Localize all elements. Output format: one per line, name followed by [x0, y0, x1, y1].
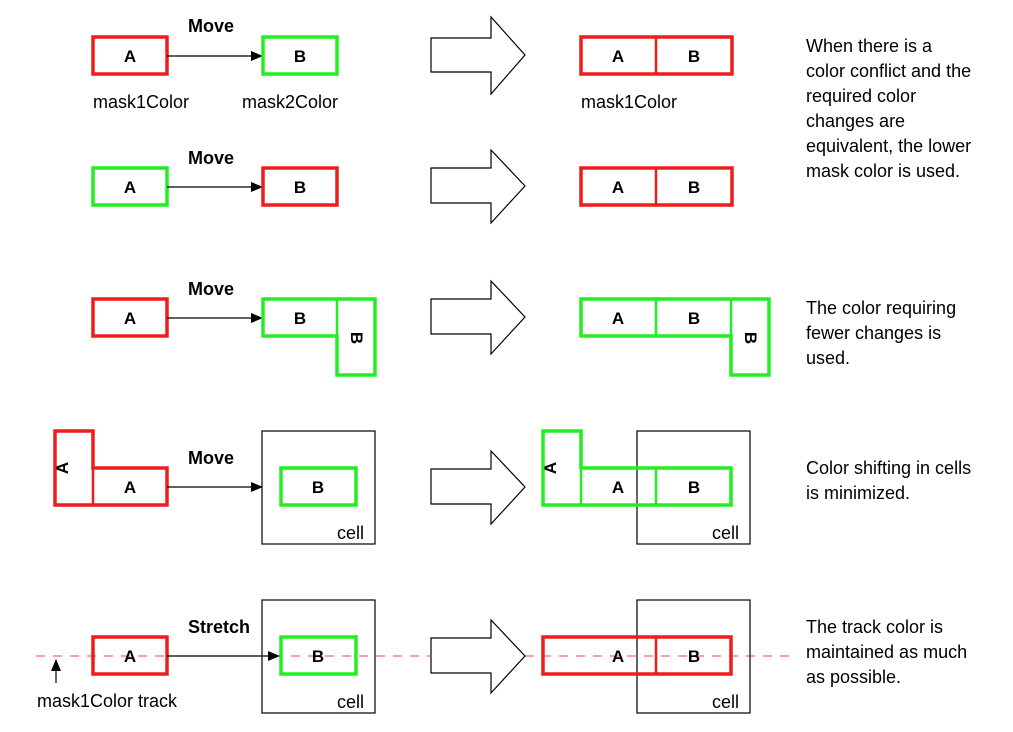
note-line: required color	[806, 86, 916, 106]
note-line: The color requiring	[806, 298, 956, 318]
result-b-vertical-label: B	[741, 332, 760, 344]
move-label: Move	[188, 448, 234, 468]
shape-a-vertical-label: A	[53, 462, 72, 474]
note-line: is minimized.	[806, 483, 910, 503]
note-row-4: Color shifting in cells is minimized.	[806, 458, 971, 503]
note-line: color conflict and the	[806, 61, 971, 81]
stretch-label: Stretch	[188, 617, 250, 637]
note-row-5: The track color is maintained as much as…	[806, 617, 967, 687]
result-shape-ab-l	[579, 297, 771, 377]
result-a-label: A	[612, 47, 624, 66]
shape-a-label: A	[124, 178, 136, 197]
result-a-label: A	[612, 309, 624, 328]
row-4: Move A A B cell A A B cell Color shiftin…	[53, 429, 971, 545]
result-mask1-color-label: mask1Color	[581, 92, 677, 112]
result-arrow	[430, 279, 526, 356]
shape-b-label: B	[312, 647, 324, 666]
note-line: mask color is used.	[806, 161, 960, 181]
result-a-label: A	[612, 478, 624, 497]
result-shape-ab	[541, 635, 733, 676]
cell-box	[261, 430, 376, 545]
shape-b-label: B	[294, 178, 306, 197]
result-arrow	[430, 15, 526, 96]
note-line: When there is a	[806, 36, 933, 56]
row-1: Move A B mask1Color mask2Color A B mask1…	[91, 15, 971, 181]
move-label: Move	[188, 279, 234, 299]
shape-b-label: B	[294, 47, 306, 66]
shape-a-label: A	[124, 47, 136, 66]
result-a-vertical-label: A	[541, 462, 560, 474]
result-b-label: B	[688, 47, 700, 66]
result-shape-ab-l	[541, 429, 733, 507]
shape-b-vertical-label: B	[347, 332, 366, 344]
note-line: changes are	[806, 111, 905, 131]
result-cell-box	[636, 430, 751, 545]
track-label: mask1Color track	[37, 691, 178, 711]
result-arrow	[430, 449, 526, 526]
note-line: fewer changes is	[806, 323, 941, 343]
shape-b-mask2	[279, 635, 358, 676]
shape-a-label: A	[124, 309, 136, 328]
result-cell-label: cell	[712, 523, 739, 543]
shape-b-mask2	[261, 35, 339, 76]
cell-label: cell	[337, 523, 364, 543]
note-line: The track color is	[806, 617, 943, 637]
note-line: Color shifting in cells	[806, 458, 971, 478]
shape-b-label: B	[312, 478, 324, 497]
result-arrow	[430, 618, 526, 695]
move-label: Move	[188, 16, 234, 36]
note-line: equivalent, the lower	[806, 136, 971, 156]
result-b-label: B	[688, 647, 700, 666]
cell-box	[261, 599, 376, 714]
mask1-color-label: mask1Color	[93, 92, 189, 112]
result-b-label: B	[688, 178, 700, 197]
result-arrow	[430, 148, 526, 225]
shape-b-l-mask2	[261, 297, 377, 377]
cell-label: cell	[337, 692, 364, 712]
result-a-label: A	[612, 647, 624, 666]
result-b-label: B	[688, 309, 700, 328]
row-3: Move A B B A B B The color requiring few…	[91, 279, 956, 377]
note-line: as possible.	[806, 667, 901, 687]
note-row-3: The color requiring fewer changes is use…	[806, 298, 956, 368]
move-label: Move	[188, 148, 234, 168]
row-5: Stretch A B cell mask1Color track A B ce…	[36, 599, 967, 714]
shape-b-mask2	[279, 466, 358, 507]
shape-a-label: A	[124, 647, 136, 666]
result-a-label: A	[612, 178, 624, 197]
result-cell-box	[636, 599, 751, 714]
note-line: maintained as much	[806, 642, 967, 662]
note-row-1: When there is a color conflict and the r…	[806, 36, 971, 181]
result-b-label: B	[688, 478, 700, 497]
row-2: Move A B A B	[91, 148, 734, 225]
shape-a-label: A	[124, 478, 136, 497]
mask2-color-label: mask2Color	[242, 92, 338, 112]
shape-b-mask1	[261, 166, 339, 207]
shape-a-l-mask1	[53, 429, 169, 507]
result-cell-label: cell	[712, 692, 739, 712]
shape-b-label: B	[294, 309, 306, 328]
note-line: used.	[806, 348, 850, 368]
